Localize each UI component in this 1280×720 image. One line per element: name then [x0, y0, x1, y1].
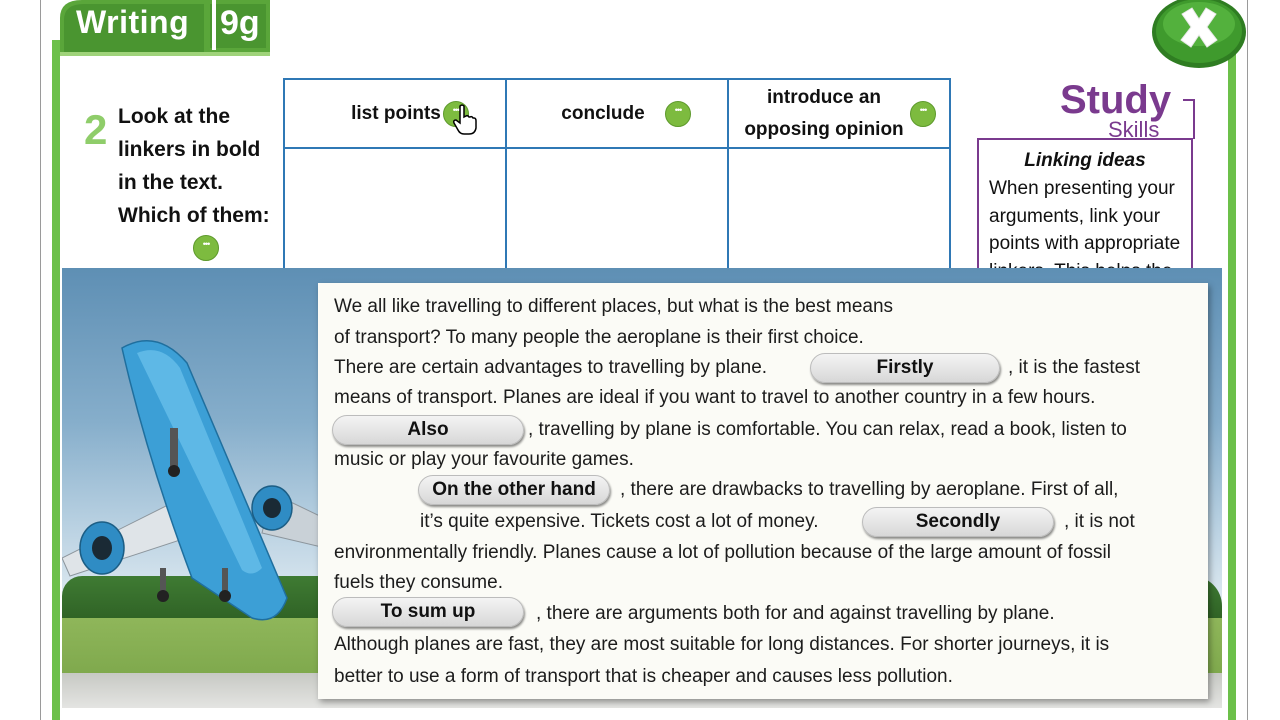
linker-to-sum-up[interactable]: To sum up — [332, 597, 524, 627]
study-skills-line — [1183, 99, 1195, 101]
table-header-cell: conclude — [507, 80, 727, 149]
essay-line: it’s quite expensive. Tickets cost a lot… — [420, 511, 819, 532]
section-header: Writing 9g — [60, 0, 270, 56]
essay-line: , travelling by plane is comfortable. Yo… — [528, 419, 1127, 440]
essay-line: , it is the fastest — [1008, 357, 1140, 378]
page-frame-right — [1247, 0, 1248, 720]
answer-table: list points conclude introduce an opposi… — [283, 78, 951, 283]
table-column-opposing-opinion: introduce an opposing opinion — [729, 80, 949, 281]
green-border-right — [1228, 40, 1236, 720]
essay-panel: We all like travelling to different plac… — [318, 283, 1208, 699]
linker-secondly[interactable]: Secondly — [862, 507, 1054, 537]
essay-line: of transport? To many people the aeropla… — [334, 327, 864, 348]
column-label: conclude — [561, 102, 645, 124]
header-tab-shape — [60, 0, 270, 56]
close-icon — [1180, 7, 1218, 48]
conclude-dots-button[interactable] — [665, 101, 691, 127]
essay-line: means of transport. Planes are ideal if … — [334, 387, 1096, 408]
study-skills-subtitle: Skills — [1108, 117, 1160, 142]
essay-line: We all like travelling to different plac… — [334, 296, 894, 317]
unit-label: 9g — [220, 4, 260, 42]
exercise-number: 2 — [84, 106, 108, 153]
page-frame-left — [40, 0, 41, 720]
column-label: list points — [351, 102, 441, 124]
essay-line: There are certain advantages to travelli… — [334, 357, 768, 378]
essay-line: better to use a form of transport that i… — [334, 666, 953, 687]
exercise-instruction: Look at the linkers in bold in the text.… — [118, 105, 270, 227]
list-points-dots-button[interactable] — [443, 101, 469, 127]
essay-line: environmentally friendly. Planes cause a… — [334, 542, 1111, 563]
essay-line: , there are arguments both for and again… — [536, 603, 1055, 624]
close-button[interactable] — [1150, 0, 1248, 68]
table-column-list-points: list points — [285, 80, 507, 281]
essay-line: music or play your favourite games. — [334, 449, 634, 470]
linker-also[interactable]: Also — [332, 415, 524, 445]
essay-line: , there are drawbacks to travelling by a… — [620, 479, 1119, 500]
linker-on-the-other-hand[interactable]: On the other hand — [418, 475, 610, 505]
essay-line: Although planes are fast, they are most … — [334, 634, 1110, 655]
opposing-opinion-dots-button[interactable] — [910, 101, 936, 127]
study-skills-title: Study — [1060, 78, 1172, 122]
column-label: introduce an opposing opinion — [744, 86, 904, 140]
green-border-left — [52, 40, 60, 720]
table-header-cell: introduce an opposing opinion — [729, 80, 949, 149]
section-title: Writing — [76, 4, 190, 40]
table-header-cell: list points — [285, 80, 505, 149]
table-column-conclude: conclude — [507, 80, 729, 281]
study-skills-heading: Linking ideas — [1024, 150, 1146, 171]
study-skills-connector — [1193, 99, 1195, 139]
linker-firstly[interactable]: Firstly — [810, 353, 1000, 383]
essay-line: , it is not — [1064, 511, 1135, 532]
header-divider — [212, 0, 216, 50]
exercise-dots-button[interactable] — [193, 235, 219, 261]
essay-line: fuels they consume. — [334, 572, 503, 593]
